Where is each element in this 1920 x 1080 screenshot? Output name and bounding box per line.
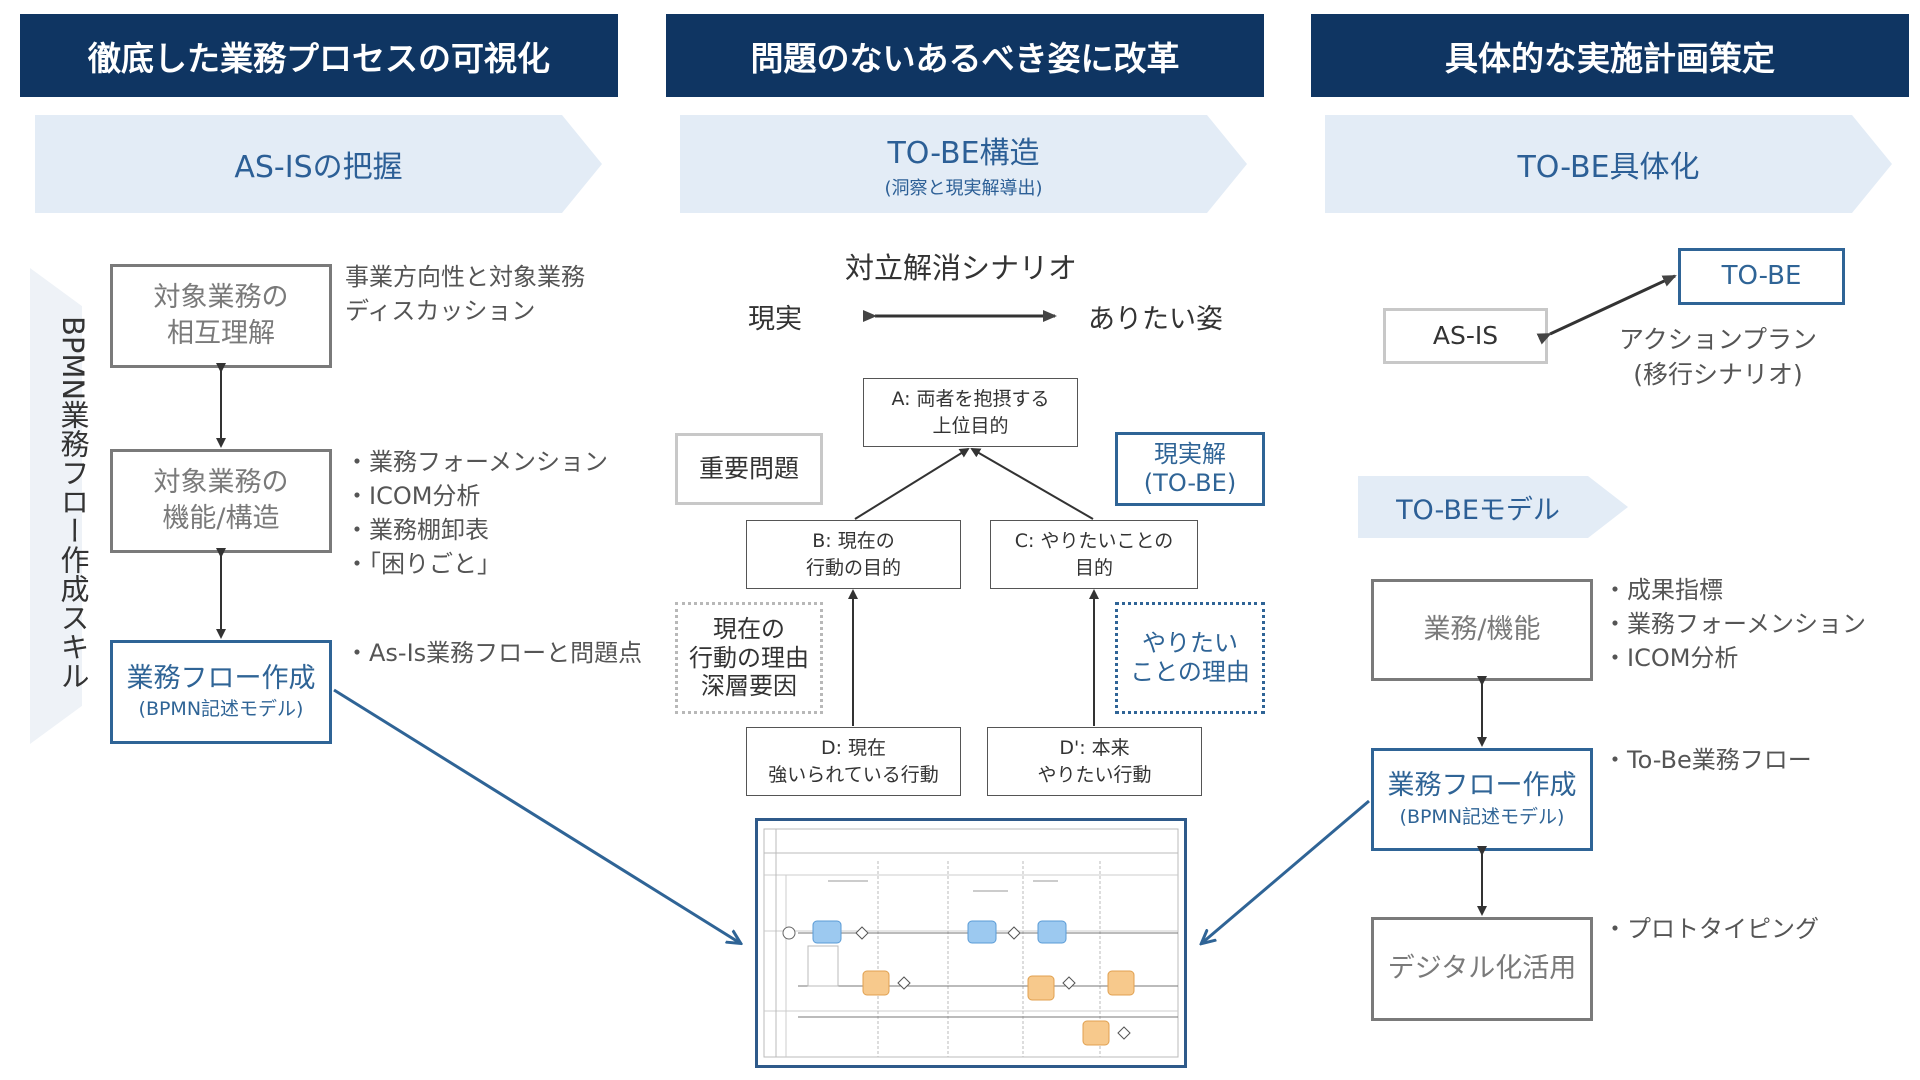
arrow-left-flow-to-thumbnail: [333, 688, 740, 943]
vertical-arrow-bg: [30, 268, 82, 744]
box-digital-utilization: デジタル化活用: [1371, 917, 1593, 1021]
edge-b-to-a: [854, 447, 970, 520]
box-flow-creation-right-title: 業務フロー作成: [1387, 770, 1577, 802]
tobe-box: TO-BE: [1678, 248, 1845, 305]
note-analysis-item1: ・業務フォーメンション: [345, 448, 609, 476]
chevron-asis: AS-ISの把握: [35, 115, 602, 213]
header-column-2: 問題のないあるべき姿に改革: [666, 14, 1264, 97]
scenario-title: 対立解消シナリオ: [845, 251, 1078, 285]
header-column-3: 具体的な実施計画策定: [1311, 14, 1909, 97]
tobe-label: TO-BE: [1721, 260, 1802, 291]
box-mutual-understanding-line2: 相互理解: [167, 318, 275, 349]
want-reason-box: やりたい ことの理由: [1115, 602, 1265, 714]
want-reason-line2: ことの理由: [1130, 658, 1250, 686]
action-plan-line2: (移行シナリオ): [1633, 360, 1803, 389]
chevron-tobe-structure-label: TO-BE構造: [887, 136, 1040, 171]
node-d-prime: D': 本来 やりたい行動: [987, 727, 1202, 796]
note-discussion: 事業方向性と対象業務 ディスカッション: [345, 260, 585, 328]
edge-c-to-a: [970, 447, 1094, 520]
note-tobe-flow: ・To-Be業務フロー: [1603, 743, 1812, 777]
node-d-line1: D: 現在: [820, 736, 887, 759]
note-tobe-metrics: ・成果指標 ・業務フォーメンション ・ICOM分析: [1603, 573, 1866, 675]
current-reason-line3: 深層要因: [701, 672, 797, 701]
box-function-structure: 対象業務の 機能/構造: [110, 449, 332, 553]
vertical-skill-label: BPMN業務フロー作成スキル: [56, 316, 90, 691]
note-asis-flow: ・As-Is業務フローと問題点: [345, 636, 642, 670]
note-tobe-flow-item1: ・To-Be業務フロー: [1603, 746, 1812, 774]
box-mutual-understanding: 対象業務の 相互理解: [110, 264, 332, 368]
node-c: C: やりたいことの 目的: [990, 520, 1198, 589]
node-c-line1: C: やりたいことの: [1014, 529, 1174, 552]
arrow-asis-tobe: [1536, 274, 1677, 345]
node-b: B: 現在の 行動の目的: [746, 520, 961, 589]
note-tobe-metrics-item3: ・ICOM分析: [1603, 644, 1739, 673]
important-problem-box: 重要問題: [675, 433, 823, 505]
box-flow-creation-left-sub: (BPMN記述モデル): [138, 698, 304, 721]
chevron-tobe-model-label: TO-BEモデル: [1396, 494, 1560, 526]
header-column-1: 徹底した業務プロセスの可視化: [20, 14, 618, 97]
node-b-line2: 行動の目的: [805, 556, 901, 579]
chevron-tobe-concrete: TO-BE具体化: [1325, 115, 1892, 213]
box-flow-creation-left-title: 業務フロー作成: [126, 662, 316, 694]
node-a: A: 両者を抱摂する 上位目的: [863, 378, 1078, 447]
node-d: D: 現在 強いられている行動: [746, 727, 961, 796]
note-tobe-metrics-item2: ・業務フォーメンション: [1603, 610, 1867, 639]
box-flow-creation-right-sub: (BPMN記述モデル): [1399, 805, 1565, 828]
realistic-solution-line2: (TO-BE): [1143, 469, 1237, 497]
node-d-line2: 強いられている行動: [768, 763, 939, 786]
note-asis-flow-item1: ・As-Is業務フローと問題点: [345, 639, 643, 667]
important-problem-label: 重要問題: [698, 454, 799, 484]
asis-box: AS-IS: [1383, 308, 1548, 364]
arrow-right-flow-to-thumbnail: [1202, 799, 1370, 943]
chevron-tobe-concrete-label: TO-BE具体化: [1517, 150, 1700, 185]
realistic-solution-line1: 現実解: [1154, 440, 1226, 469]
box-flow-creation-left: 業務フロー作成 (BPMN記述モデル): [110, 640, 332, 744]
node-d-prime-line1: D': 本来: [1059, 736, 1130, 759]
want-reason-line1: やりたい: [1142, 629, 1238, 658]
note-discussion-line1: 事業方向性と対象業務: [345, 263, 585, 291]
chevron-tobe-structure: TO-BE構造 (洞察と現実解導出): [680, 115, 1247, 213]
box-function-structure-line1: 対象業務の: [153, 466, 289, 498]
node-a-line2: 上位目的: [932, 414, 1009, 437]
current-reason-box: 現在の 行動の理由 深層要因: [675, 602, 823, 714]
note-analysis-list: ・業務フォーメンション ・ICOM分析 ・業務棚卸表 ・「困りごと」: [345, 445, 608, 581]
note-analysis-item3: ・業務棚卸表: [345, 516, 489, 545]
node-a-line1: A: 両者を抱摂する: [891, 387, 1050, 410]
box-mutual-understanding-line1: 対象業務の: [153, 281, 289, 313]
box-business-function: 業務/機能: [1371, 579, 1593, 681]
box-business-function-label: 業務/機能: [1423, 613, 1541, 645]
current-reason-line2: 行動の理由: [689, 643, 809, 672]
realistic-solution-box: 現実解 (TO-BE): [1115, 432, 1265, 506]
asis-label: AS-IS: [1432, 321, 1499, 351]
note-discussion-line2: ディスカッション: [345, 297, 536, 326]
reality-label: 現実: [748, 304, 802, 335]
note-tobe-metrics-item1: ・成果指標: [1603, 576, 1723, 604]
bpmn-diagram-thumbnail: [755, 818, 1187, 1068]
node-d-prime-line2: やりたい行動: [1037, 763, 1152, 786]
note-analysis-item2: ・ICOM分析: [345, 482, 481, 511]
box-function-structure-line2: 機能/構造: [162, 503, 280, 534]
node-c-line2: 目的: [1074, 556, 1113, 579]
ideal-label: ありたい姿: [1088, 304, 1223, 335]
note-prototyping-item1: ・プロトタイピング: [1603, 915, 1819, 943]
chevron-asis-label: AS-ISの把握: [234, 150, 403, 185]
chevron-tobe-model: TO-BEモデル: [1358, 476, 1628, 538]
note-analysis-item4: ・「困りごと」: [345, 550, 501, 579]
box-digital-utilization-label: デジタル化活用: [1387, 952, 1577, 984]
bpmn-diagram-image: [763, 828, 1179, 1058]
chevron-tobe-structure-sub: (洞察と現実解導出): [884, 178, 1043, 199]
node-b-line1: B: 現在の: [812, 529, 895, 552]
note-prototyping: ・プロトタイピング: [1603, 912, 1819, 946]
current-reason-line1: 現在の: [713, 614, 785, 643]
